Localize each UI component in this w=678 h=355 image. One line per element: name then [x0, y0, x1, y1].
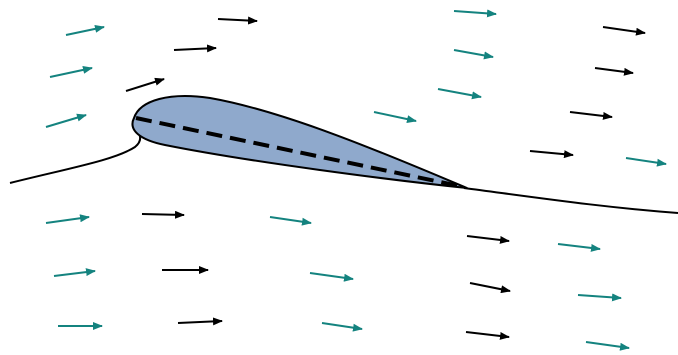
black-flow-arrow-icon [125, 77, 165, 92]
black-flow-arrow-icon [602, 26, 646, 36]
teal-flow-arrow-icon [557, 243, 601, 252]
teal-flow-arrow-icon [453, 49, 494, 60]
teal-flow-arrow-icon [49, 65, 93, 78]
teal-flow-arrow-icon [453, 9, 497, 18]
black-flow-arrow-icon [569, 111, 613, 120]
teal-flow-arrow-icon [53, 268, 96, 277]
black-flow-arrow-icon [529, 150, 574, 159]
black-flow-arrow-icon [173, 44, 217, 53]
black-flow-arrow-icon [469, 282, 511, 294]
teal-flow-arrow-icon [45, 214, 90, 224]
chord-line [135, 116, 465, 189]
black-flow-arrow-icon [465, 331, 510, 340]
black-flow-arrow-icon [217, 16, 258, 25]
black-flow-arrow-icon [466, 235, 510, 244]
airfoil-body [131, 95, 468, 189]
teal-flow-arrow-icon [269, 216, 312, 226]
streamline-upstream [9, 131, 142, 184]
teal-flow-arrow-icon [625, 157, 667, 167]
black-flow-arrow-icon [141, 210, 185, 219]
teal-flow-arrow-icon [437, 88, 482, 100]
teal-flow-arrow-icon [45, 113, 87, 128]
teal-flow-arrow-icon [585, 341, 630, 351]
black-flow-arrow-icon [177, 317, 223, 326]
black-flow-arrow-icon [594, 67, 634, 76]
streamline-wake [463, 187, 678, 214]
teal-flow-arrow-icon [321, 322, 363, 332]
teal-flow-arrow-icon [577, 293, 622, 302]
flow-arrows [45, 9, 667, 351]
teal-flow-arrow-icon [65, 24, 105, 36]
teal-flow-arrow-icon [309, 272, 354, 282]
teal-flow-arrow-icon [373, 111, 417, 124]
